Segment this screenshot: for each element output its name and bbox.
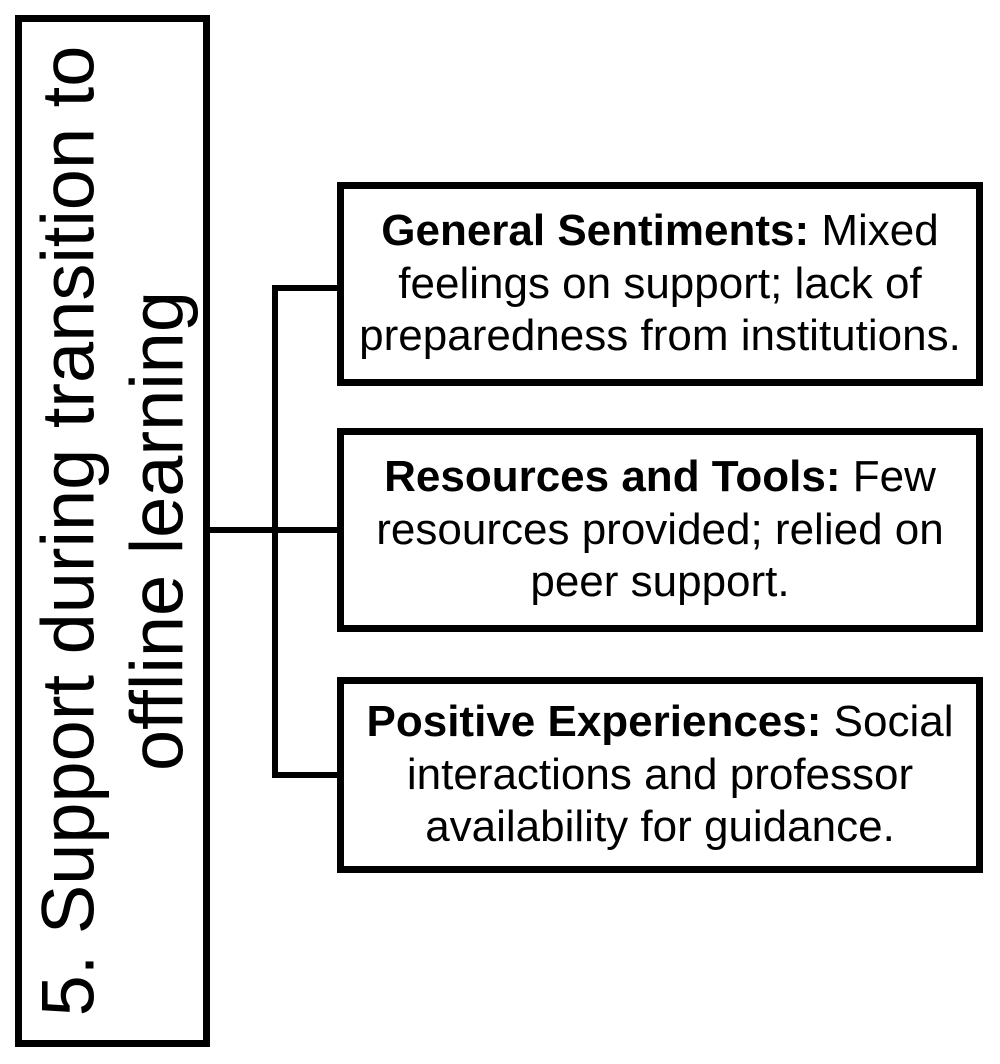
branch-text: Positive Experiences: Social interaction… xyxy=(352,696,968,854)
branch-body: Mixed feelings on support; lack of prepa… xyxy=(359,205,961,361)
branch-title: Resources and Tools: xyxy=(384,451,841,501)
branch-text: Resources and Tools: Few resources provi… xyxy=(352,451,968,609)
branch-node-resources-and-tools: Resources and Tools: Few resources provi… xyxy=(337,428,983,632)
branch-node-general-sentiments: General Sentiments: Mixed feelings on su… xyxy=(337,182,983,386)
root-node-label: 5. Support during transition to offline … xyxy=(25,45,198,1017)
branch-body: Social interactions and professor availa… xyxy=(406,696,954,852)
branch-body: Few resources provided; relied on peer s… xyxy=(376,451,944,607)
branch-text: General Sentiments: Mixed feelings on su… xyxy=(352,205,968,363)
branch-title: General Sentiments: xyxy=(381,205,810,255)
branch-node-positive-experiences: Positive Experiences: Social interaction… xyxy=(337,677,983,873)
connector-branch3-horizontal-line xyxy=(272,772,337,778)
branch-title: Positive Experiences: xyxy=(366,696,822,746)
connector-spine-vertical-line xyxy=(272,285,278,778)
connector-branch1-horizontal-line xyxy=(272,285,337,291)
root-node: 5. Support during transition to offline … xyxy=(15,15,210,1047)
